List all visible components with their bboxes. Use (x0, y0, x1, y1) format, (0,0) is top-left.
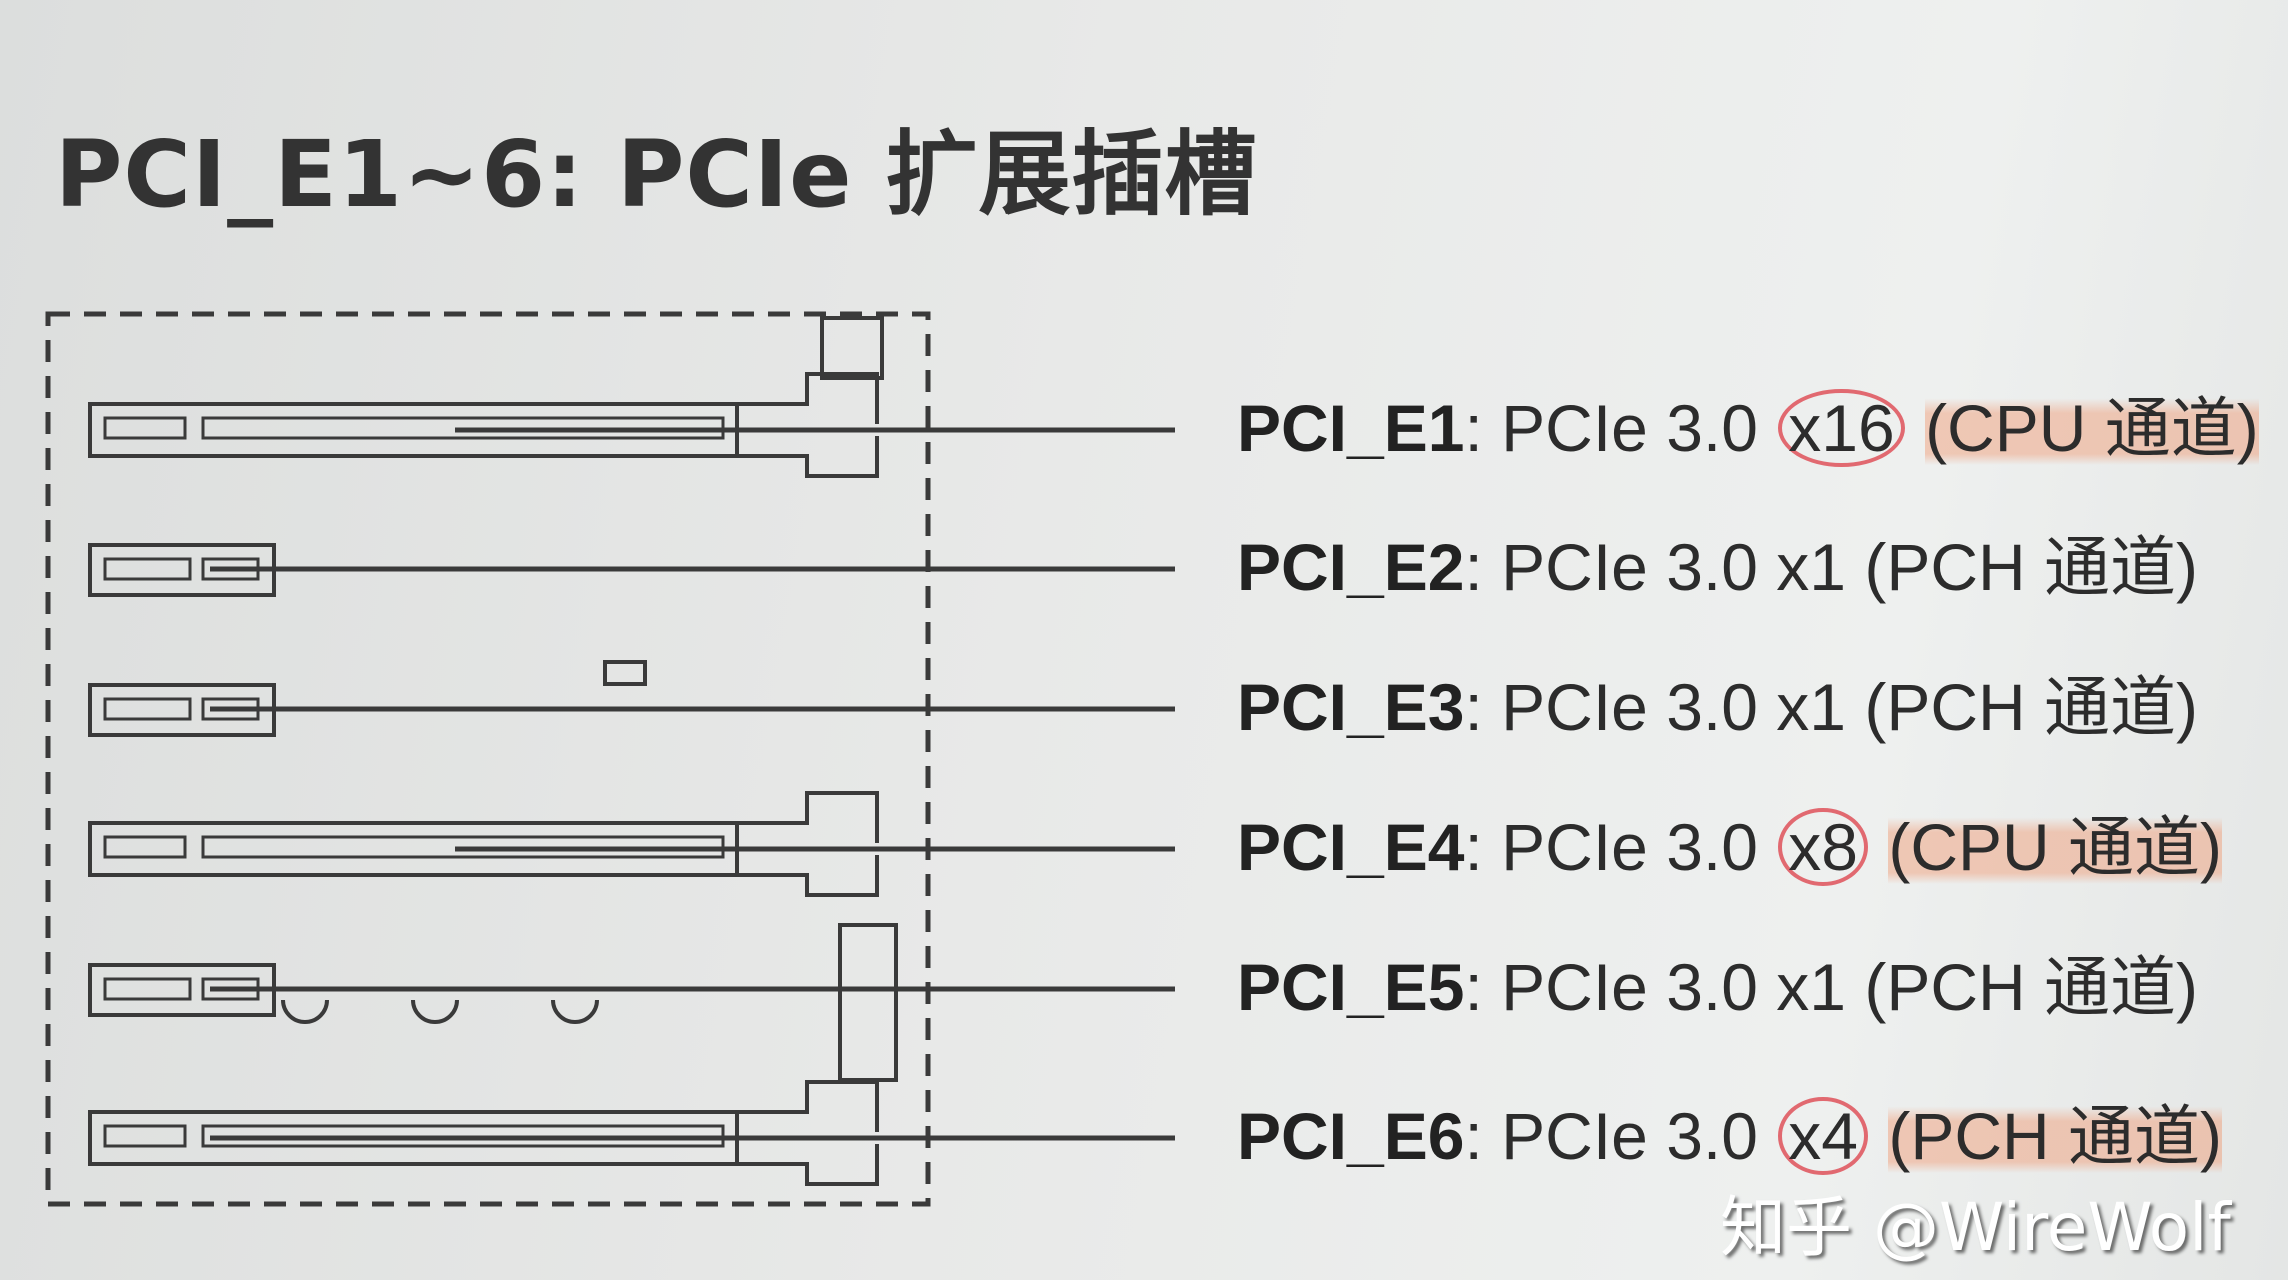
slot-spec: : PCIe 3.0 (1464, 530, 1777, 604)
slot-key (103, 697, 192, 721)
slot-latch (737, 1080, 879, 1186)
slot-label-pci_e6: PCI_E6: PCIe 3.0 x4 (PCH 通道) (1237, 1096, 2223, 1176)
watermark: 知乎 @WireWolf (1720, 1189, 2231, 1266)
mount-hole (411, 999, 459, 1024)
slot-label-pci_e5: PCI_E5: PCIe 3.0 x1 (PCH 通道) (1237, 947, 2198, 1027)
slot-channel: (PCH 通道) (1864, 670, 2199, 744)
jumper-header (603, 660, 647, 686)
slot-key (103, 1124, 187, 1148)
slot-spec: : PCIe 3.0 (1464, 1099, 1777, 1173)
slot-name: PCI_E5 (1237, 950, 1465, 1024)
slot-key (103, 416, 187, 440)
slot-lanes: x1 (1776, 670, 1847, 744)
slot-spec: : PCIe 3.0 (1464, 670, 1777, 744)
mount-hole (551, 999, 599, 1024)
slot-channel: (PCH 通道) (1864, 530, 2199, 604)
connector-top (820, 316, 884, 380)
slot-latch (737, 791, 879, 897)
slot-latch (737, 372, 879, 478)
slot-label-pci_e1: PCI_E1: PCIe 3.0 x16 (CPU 通道) (1237, 388, 2259, 468)
slot-name: PCI_E1 (1237, 391, 1465, 465)
page-title: PCI_E1~6: PCIe 扩展插槽 (55, 121, 1258, 228)
slot-channel: (CPU 通道) (1888, 810, 2223, 884)
slot-lanes: x1 (1776, 950, 1847, 1024)
slot-channel: (PCH 通道) (1888, 1099, 2223, 1173)
slot-name: PCI_E2 (1237, 530, 1465, 604)
slot-channel: (CPU 通道) (1925, 391, 2259, 465)
slot-name: PCI_E3 (1237, 670, 1465, 744)
slot-lanes: x4 (1778, 1097, 1869, 1175)
slot-lanes: x16 (1778, 389, 1905, 467)
slot-key (103, 977, 192, 1001)
slot-label-pci_e4: PCI_E4: PCIe 3.0 x8 (CPU 通道) (1237, 807, 2223, 887)
slot-key (103, 835, 187, 859)
board-outline (45, 311, 931, 1207)
slot-spec: : PCIe 3.0 (1464, 950, 1777, 1024)
mount-hole (281, 999, 329, 1024)
slot-lanes: x8 (1778, 808, 1869, 886)
slot-spec: : PCIe 3.0 (1464, 391, 1777, 465)
slot-spec: : PCIe 3.0 (1464, 810, 1777, 884)
slot-key (103, 557, 192, 581)
slot-name: PCI_E6 (1237, 1099, 1465, 1173)
slot-label-pci_e3: PCI_E3: PCIe 3.0 x1 (PCH 通道) (1237, 667, 2198, 747)
slot-name: PCI_E4 (1237, 810, 1465, 884)
slot-label-pci_e2: PCI_E2: PCIe 3.0 x1 (PCH 通道) (1237, 527, 2198, 607)
slot-channel: (PCH 通道) (1864, 950, 2199, 1024)
connector (838, 923, 898, 1082)
slot-lanes: x1 (1776, 530, 1847, 604)
